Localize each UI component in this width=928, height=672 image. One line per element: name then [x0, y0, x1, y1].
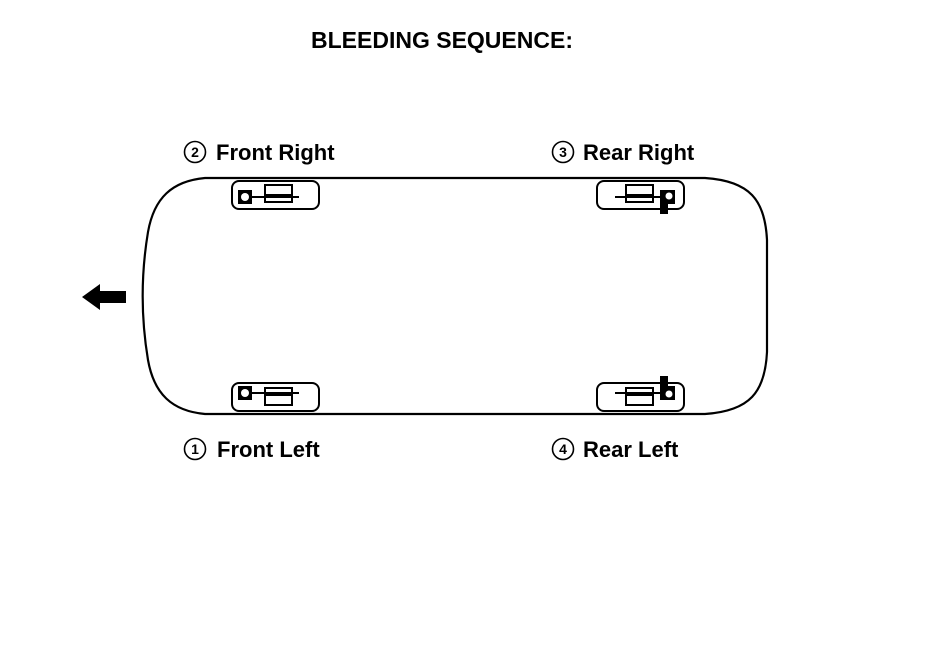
label-rear-right: 3 Rear Right [551, 140, 695, 165]
label-front-left-number: 1 [191, 441, 199, 457]
wheel-front-right [231, 180, 320, 210]
label-front-left-text: Front Left [217, 437, 320, 462]
label-rear-right-text: Rear Right [583, 140, 695, 165]
label-front-right-number: 2 [191, 144, 199, 160]
arrow-left-icon [82, 284, 126, 310]
label-rear-left-number: 4 [559, 441, 567, 457]
label-rear-left-text: Rear Left [583, 437, 679, 462]
wheel-rear-right [596, 180, 685, 214]
label-rear-right-number: 3 [559, 144, 567, 160]
wheel-front-left [231, 382, 320, 412]
label-front-left: 1 Front Left [183, 437, 320, 462]
diagram-title: BLEEDING SEQUENCE: [311, 27, 573, 53]
label-rear-left: 4 Rear Left [551, 437, 679, 462]
label-front-right-text: Front Right [216, 140, 335, 165]
label-front-right: 2 Front Right [183, 140, 335, 165]
wheel-rear-left [596, 376, 685, 412]
vehicle-body-outline [141, 176, 769, 416]
